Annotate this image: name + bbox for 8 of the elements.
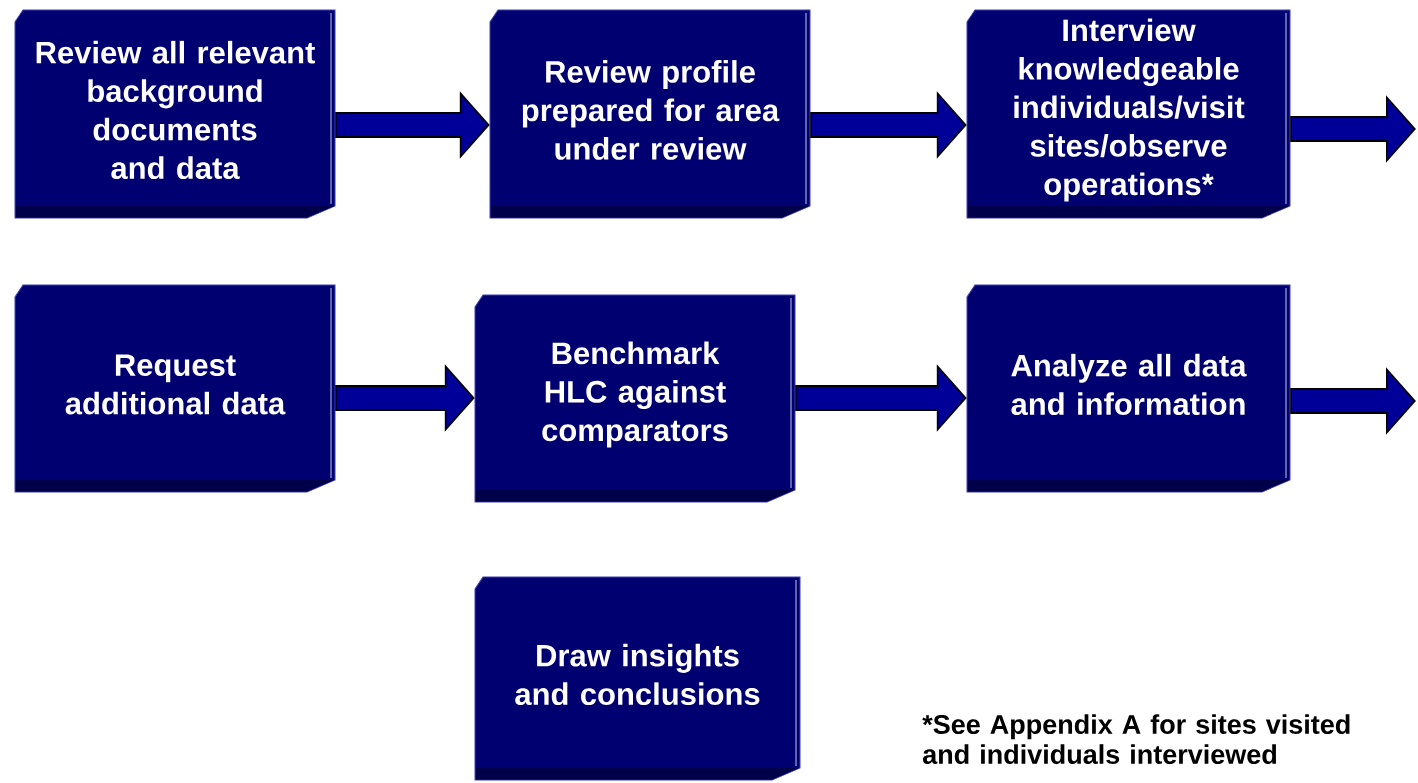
process-box: Draw insights and conclusions	[474, 576, 801, 781]
footnote: *See Appendix A for sites visited and individuals interviewed	[922, 714, 1350, 765]
process-box: Analyze all data and information	[966, 284, 1291, 493]
process-box: Review profile prepared for area under review	[489, 9, 811, 219]
process-box: Request additional data	[14, 284, 336, 493]
process-box: Interview knowledgeable individuals/visit sites/observe operations*	[966, 9, 1291, 219]
process-box: Review all relevant background documents and data	[14, 9, 336, 219]
process-box: Benchmark HLC against comparators	[474, 294, 796, 503]
